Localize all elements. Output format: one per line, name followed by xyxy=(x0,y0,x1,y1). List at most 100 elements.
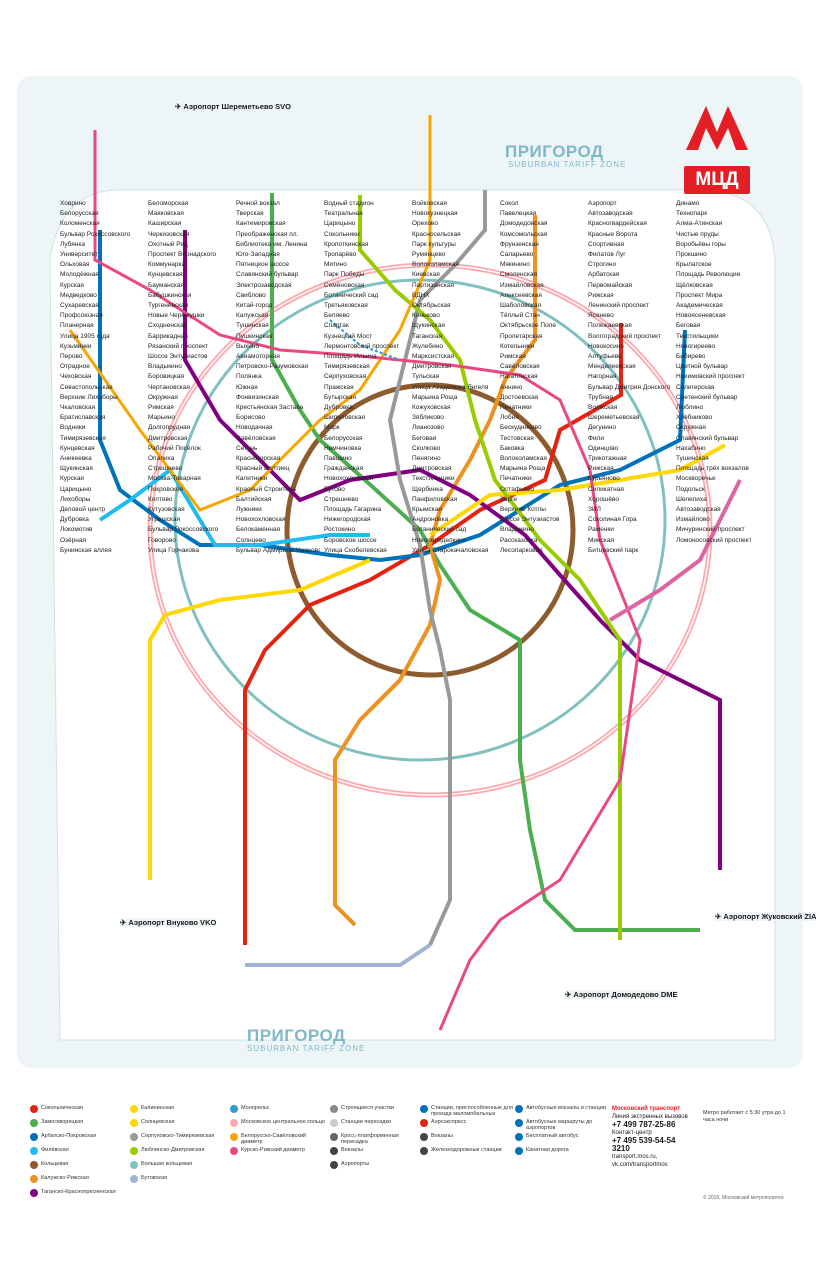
station-label[interactable]: Улица 1905 года xyxy=(60,332,110,340)
station-label[interactable]: Волоколамская xyxy=(500,455,547,462)
station-label[interactable]: Улица Старокачаловская xyxy=(412,546,489,554)
station-label[interactable]: Печатники xyxy=(500,404,532,411)
station-label[interactable]: Юго-Западная xyxy=(236,251,280,258)
station-label[interactable]: Люблино xyxy=(676,404,704,411)
station-label[interactable]: Москворечье xyxy=(676,475,716,483)
station-label[interactable]: Цветной бульвар xyxy=(676,363,728,371)
station-label[interactable]: Сухаревская xyxy=(60,302,99,309)
station-label[interactable]: Октябрьское Поле xyxy=(500,322,556,330)
station-label[interactable]: Пушкинская xyxy=(236,332,273,340)
station-label[interactable]: Измайлово xyxy=(676,516,710,524)
station-label[interactable]: Савёловская xyxy=(236,434,276,442)
station-label[interactable]: Алтуфьево xyxy=(588,353,622,360)
station-label[interactable]: Лихоборы xyxy=(60,495,91,503)
station-label[interactable]: Нагатинская xyxy=(500,373,538,381)
station-label[interactable]: Дмитровская xyxy=(412,465,452,473)
station-label[interactable]: Черкизовская xyxy=(148,230,190,238)
station-label[interactable]: Профсоюзная xyxy=(60,312,103,320)
station-label[interactable]: Новохохловская xyxy=(324,475,374,483)
station-label[interactable]: Зябликово xyxy=(412,414,444,422)
station-label[interactable]: Волгоградский проспект xyxy=(588,332,662,340)
station-label[interactable]: Рассказовка xyxy=(500,536,538,544)
station-label[interactable]: Сокольники xyxy=(324,230,360,238)
station-label[interactable]: Третьяковская xyxy=(324,302,368,309)
station-label[interactable]: Кантемировская xyxy=(236,220,286,228)
station-label[interactable]: Сретенский бульвар xyxy=(676,393,738,401)
station-label[interactable]: Царицыно xyxy=(60,485,92,493)
station-label[interactable]: Баррикадная xyxy=(148,332,188,340)
station-label[interactable]: Рижская xyxy=(588,465,614,473)
station-label[interactable]: Подольск xyxy=(676,485,705,493)
station-label[interactable]: Полянка xyxy=(236,373,262,381)
station-label[interactable]: Парк Победы xyxy=(324,271,365,279)
station-label[interactable]: Балтийская xyxy=(236,495,272,503)
station-label[interactable]: Аннино xyxy=(500,383,523,391)
station-label[interactable]: Баковка xyxy=(500,444,525,452)
station-label[interactable]: Филатов Луг xyxy=(588,251,626,258)
station-label[interactable]: ВДНХ xyxy=(412,291,430,299)
station-label[interactable]: Войковская xyxy=(412,200,447,207)
station-label[interactable]: Новые Черёмушки xyxy=(148,312,205,320)
contact-site[interactable]: transport.mos.ru, vk.com/transportmos xyxy=(612,1154,668,1168)
station-label[interactable]: Панфиловская xyxy=(412,495,458,503)
station-label[interactable]: Коммунарка xyxy=(148,261,186,269)
station-label[interactable]: Комсомольская xyxy=(500,230,548,238)
airport-label[interactable]: ✈ Аэропорт Жуковский ZIA xyxy=(715,912,817,921)
station-label[interactable]: Киевская xyxy=(412,271,440,279)
station-label[interactable]: Фрунзенская xyxy=(500,240,539,248)
station-label[interactable]: Тимирязевская xyxy=(324,363,370,371)
station-label[interactable]: Коптево xyxy=(148,495,173,503)
station-label[interactable]: Рижская xyxy=(588,291,614,299)
station-label[interactable]: Рабочий Посёлок xyxy=(148,444,201,452)
station-label[interactable]: Остафьево xyxy=(500,485,535,493)
station-label[interactable]: Бабушкинская xyxy=(148,291,192,299)
station-label[interactable]: Стрешнево xyxy=(324,495,359,503)
station-label[interactable]: Немчиновка xyxy=(324,444,362,452)
station-label[interactable]: Бульвар Рокоссовского xyxy=(60,230,131,238)
station-label[interactable]: Тёплый Стан xyxy=(500,312,540,320)
station-label[interactable]: Ломоносовский проспект xyxy=(676,536,752,544)
station-label[interactable]: Крымская xyxy=(412,506,442,513)
station-label[interactable]: Кунцевская xyxy=(148,271,183,279)
station-label[interactable]: Покровское xyxy=(148,485,184,493)
station-label[interactable]: Лесопарковая xyxy=(500,546,543,554)
station-label[interactable]: Москва-Товарная xyxy=(148,475,201,483)
station-label[interactable]: Беговая xyxy=(676,322,701,330)
station-label[interactable]: Марк xyxy=(324,424,340,432)
station-label[interactable]: Окружная xyxy=(148,393,178,401)
station-label[interactable]: Динамо xyxy=(676,200,700,207)
station-label[interactable]: Домодедовская xyxy=(500,220,548,228)
station-label[interactable]: Новодачная xyxy=(236,424,273,432)
airport-label[interactable]: ✈ Аэропорт Внуково VKO xyxy=(120,918,217,927)
station-label[interactable]: Белорусская xyxy=(60,210,99,218)
station-label[interactable]: Сокол xyxy=(500,200,519,207)
station-label[interactable]: Университет xyxy=(60,251,98,258)
station-label[interactable]: Преображенская пл. xyxy=(236,230,299,238)
station-label[interactable]: Пролетарская xyxy=(500,332,543,340)
station-label[interactable]: Кунцевская xyxy=(60,444,95,452)
station-label[interactable]: Владыкино xyxy=(500,526,534,534)
station-label[interactable]: Лермонтовский проспект xyxy=(324,342,400,350)
station-label[interactable]: Калитники xyxy=(236,475,268,483)
station-label[interactable]: Водный стадион xyxy=(324,200,374,207)
station-label[interactable]: Чистые пруды xyxy=(676,230,719,238)
station-label[interactable]: Селигерская xyxy=(676,383,715,391)
station-label[interactable]: Новогиреево xyxy=(676,342,716,350)
station-label[interactable]: Боровское шоссе xyxy=(324,536,377,544)
station-label[interactable]: Площадь Революции xyxy=(676,271,741,279)
station-label[interactable]: Беломорская xyxy=(148,200,189,207)
station-label[interactable]: Улица Горчакова xyxy=(148,546,199,554)
station-label[interactable]: Белокаменная xyxy=(236,526,281,534)
station-label[interactable]: Бутырская xyxy=(324,393,357,401)
station-label[interactable]: Говорово xyxy=(148,536,176,544)
station-label[interactable]: Измайловская xyxy=(500,281,544,289)
station-label[interactable]: Павелецкая xyxy=(500,210,537,218)
station-label[interactable]: Площадь Ильича xyxy=(324,353,377,360)
station-label[interactable]: Парк культуры xyxy=(412,240,456,248)
station-label[interactable]: Южная xyxy=(236,383,258,391)
station-label[interactable]: Щукинская xyxy=(412,322,445,330)
station-label[interactable]: Красный Балтиец xyxy=(236,465,290,473)
station-label[interactable]: Стрешнево xyxy=(148,465,183,473)
station-label[interactable]: Сколково xyxy=(412,444,441,452)
station-label[interactable]: Площадь трёх вокзалов xyxy=(676,465,749,473)
